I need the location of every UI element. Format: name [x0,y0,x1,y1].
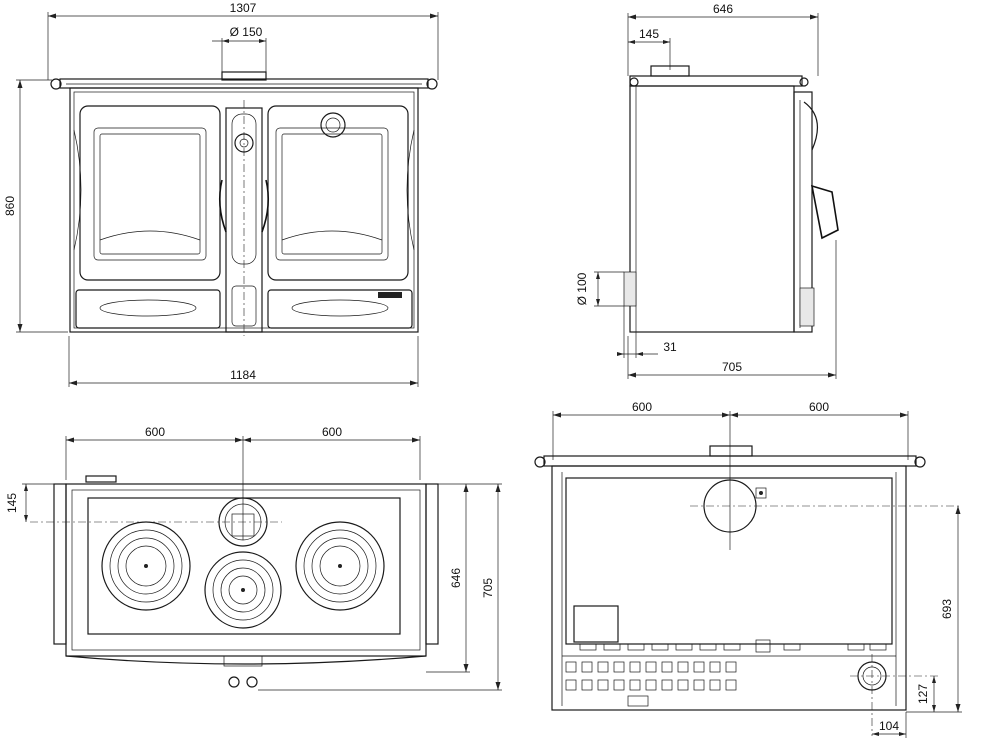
dim-front-body-width: 1184 [230,368,256,382]
dim-top-depth-inner: 646 [449,568,463,588]
dim-top-depth-outer: 705 [481,578,495,598]
dim-side-depth-total: 646 [713,2,733,16]
dim-back-air-offset: 104 [879,719,899,733]
dim-side-flue-offset: 145 [639,27,659,41]
front-view: 1307 Ø 150 [3,1,439,387]
dim-top-left-half: 600 [145,425,165,439]
dim-top-right-half: 600 [322,425,342,439]
dim-back-left-half: 600 [632,400,652,414]
back-lower-grid [565,661,737,707]
dim-back-flue-height: 693 [940,599,954,619]
side-view: 646 145 Ø 100 31 [575,2,839,379]
dim-side-air-diameter: Ø 100 [575,272,589,305]
dim-top-flue-offset: 145 [5,493,19,513]
dim-flue-diameter-front: Ø 150 [230,25,263,39]
dim-back-air-height: 127 [916,684,930,704]
dim-side-depth-body: 705 [722,360,742,374]
back-view: 600 600 [534,400,962,738]
dim-back-right-half: 600 [809,400,829,414]
dim-side-air-offset: 31 [663,340,677,354]
back-vent-slots [579,639,887,653]
top-view: 600 600 [5,425,502,691]
dim-front-total-width: 1307 [230,1,257,15]
dim-front-height: 860 [3,196,17,216]
